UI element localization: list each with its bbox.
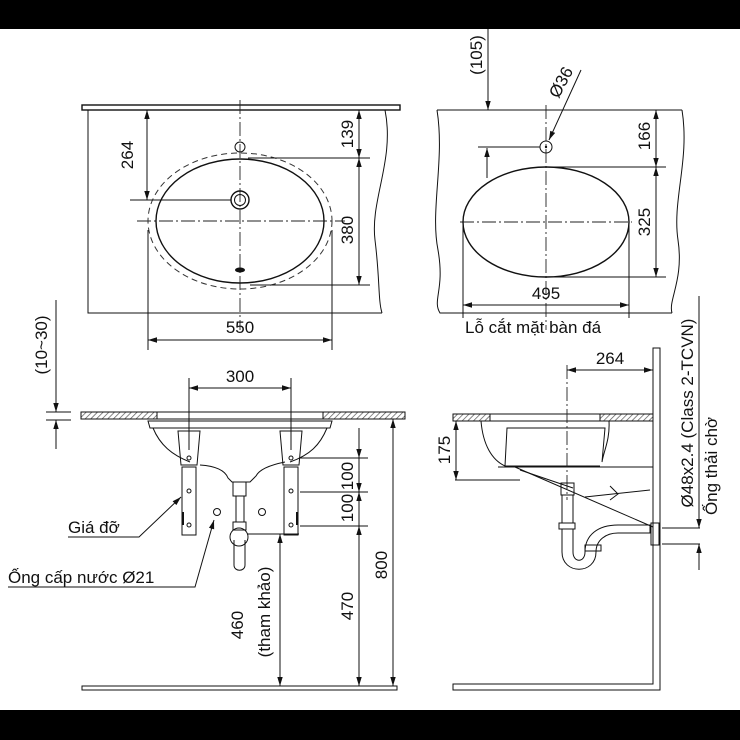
dim-100-upper: 100 bbox=[338, 462, 357, 490]
dim-105: (105) bbox=[467, 35, 486, 75]
dim-d36: Ø36 bbox=[545, 64, 577, 101]
dim-470: 470 bbox=[338, 592, 357, 620]
dim-166: 166 bbox=[635, 122, 654, 150]
callout-ong-cap-nuoc: Ống cấp nước Ø21 bbox=[8, 567, 154, 587]
dim-800: 800 bbox=[372, 551, 391, 579]
dim-100-lower: 100 bbox=[338, 494, 357, 522]
dim-300: 300 bbox=[226, 367, 254, 386]
dim-380: 380 bbox=[338, 216, 357, 244]
dim-175: 175 bbox=[435, 436, 454, 464]
waste-pipe-label: Ống thải chờ bbox=[701, 417, 721, 515]
dim-264-side: 264 bbox=[596, 349, 624, 368]
bottom-black-bar bbox=[0, 710, 740, 740]
dim-460: 460 bbox=[228, 611, 247, 639]
dim-550: 550 bbox=[226, 318, 254, 337]
cutout-caption: Lỗ cắt mặt bàn đá bbox=[465, 318, 602, 337]
dim-139: 139 bbox=[338, 120, 357, 148]
dim-495: 495 bbox=[532, 284, 560, 303]
note-tham-khao: (tham khảo) bbox=[255, 567, 274, 658]
dim-325: 325 bbox=[635, 208, 654, 236]
dim-10-30: (10~30) bbox=[32, 315, 51, 374]
cutout-view: (105) Ø36 166 325 495 Lỗ cắt mặt bàn đá bbox=[435, 29, 685, 337]
callout-gia-do: Giá đỡ bbox=[68, 518, 120, 537]
top-view: 264 139 380 550 bbox=[81, 100, 401, 350]
front-view: 300 (10~30) 100 100 470 460 (tham khảo) … bbox=[8, 300, 406, 691]
dim-264-top: 264 bbox=[118, 141, 137, 169]
top-black-bar bbox=[0, 0, 740, 29]
waste-pipe-spec: Ø48x2.4 (Class 2-TCVN) bbox=[678, 319, 697, 508]
side-view: 264 175 Ø48x2.4 (Class 2-TCVN) Ống thải … bbox=[435, 296, 721, 691]
